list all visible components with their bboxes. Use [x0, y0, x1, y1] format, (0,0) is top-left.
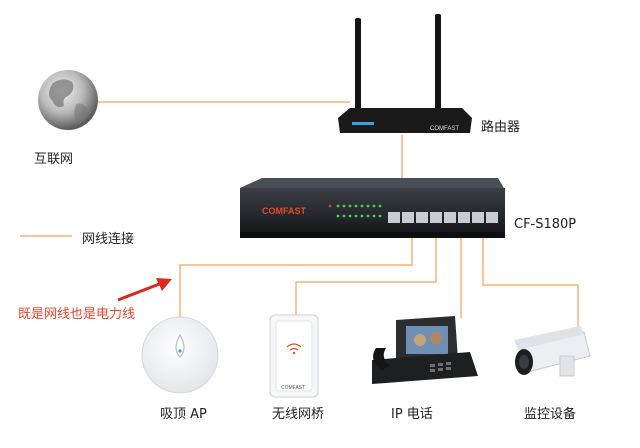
cables: [20, 101, 579, 340]
ip-phone-icon: [372, 316, 478, 384]
switch-brand: COMFAST: [262, 206, 307, 216]
ceiling-ap-icon: [141, 316, 219, 394]
camera-icon: [514, 326, 591, 377]
internet-label: 互联网: [34, 152, 74, 167]
camera-label: 监控设备: [524, 407, 577, 422]
bridge-brand: COMFAST: [281, 385, 305, 391]
router-label: 路由器: [481, 120, 521, 135]
arrow-icon: [117, 278, 172, 302]
switch-icon: COMFAST: [240, 178, 505, 238]
wireless-bridge-icon: COMFAST: [269, 314, 319, 398]
ip-phone-label: IP 电话: [391, 407, 433, 422]
router-brand: COMFAST: [430, 126, 459, 132]
wireless-bridge-label: 无线网桥: [272, 407, 325, 422]
globe-icon: [38, 70, 98, 130]
router-icon: COMFAST: [338, 14, 472, 133]
cable-switch-camera: [482, 237, 579, 340]
cable-switch-ap: [179, 237, 413, 330]
ceiling-ap-label: 吸顶 AP: [160, 407, 207, 422]
legend-label: 网线连接: [82, 232, 135, 247]
poe-note-label: 既是网线也是电力线: [18, 307, 136, 322]
cable-switch-bridge: [295, 237, 437, 315]
switch-model-label: CF-S180P: [514, 217, 577, 232]
